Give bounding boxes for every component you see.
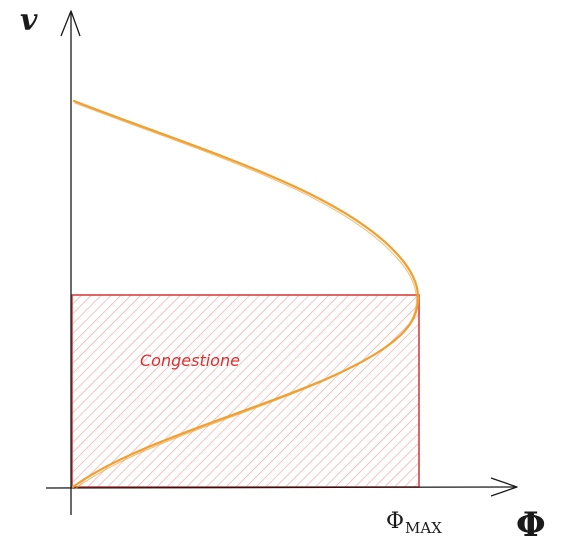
congestion-label: Congestione [140,351,240,370]
x-axis [45,477,518,497]
y-axis-arrowhead [60,10,81,37]
speed-flow-curve [71,99,420,490]
x-axis-arrowhead [490,477,518,497]
x-axis-label: Φ [516,505,546,545]
phi-max-subscript: MAX [405,519,442,537]
phi-max-symbol: Φ [386,509,404,534]
y-axis [60,10,81,515]
speed-flow-curve-sketch-stroke [74,102,417,490]
phi-max-label: Φ MAX [386,509,442,537]
speed-flow-curve-line [71,99,420,489]
x-axis-line [45,486,517,489]
y-axis-label: v [20,3,38,38]
